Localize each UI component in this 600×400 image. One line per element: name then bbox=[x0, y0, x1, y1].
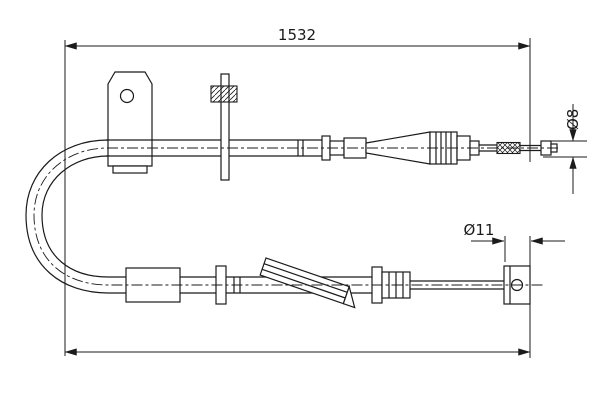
mounting-bracket bbox=[107, 71, 153, 174]
equalizer-bracket bbox=[259, 257, 356, 309]
lower-cable-run bbox=[108, 257, 531, 309]
bracket-line bbox=[261, 268, 346, 299]
curve-outer-line bbox=[25, 139, 109, 294]
overall-length-label: 1532 bbox=[278, 26, 316, 44]
bracket-bar bbox=[259, 257, 350, 305]
cable-curve bbox=[25, 139, 109, 294]
dia8-label: Ø8 bbox=[564, 109, 582, 130]
dia11-label: Ø11 bbox=[464, 221, 495, 239]
plate-body bbox=[220, 73, 230, 181]
bracket-body bbox=[107, 71, 153, 167]
upper-cable-run bbox=[106, 71, 558, 181]
centerline bbox=[33, 147, 558, 286]
bracket-line bbox=[263, 263, 348, 293]
abutment-plate bbox=[210, 73, 238, 181]
dimension-dia8: Ø8 bbox=[543, 104, 587, 194]
bracket-tip bbox=[342, 284, 356, 309]
bracket-foot bbox=[112, 165, 148, 174]
dimension-overall-length: 1532 bbox=[64, 26, 531, 356]
hatched-clip bbox=[210, 85, 238, 103]
dimension-dia11: Ø11 bbox=[464, 221, 565, 262]
bracket-hole bbox=[119, 88, 135, 104]
dimension-bottom bbox=[64, 236, 531, 358]
curve-inner-line bbox=[41, 155, 109, 278]
